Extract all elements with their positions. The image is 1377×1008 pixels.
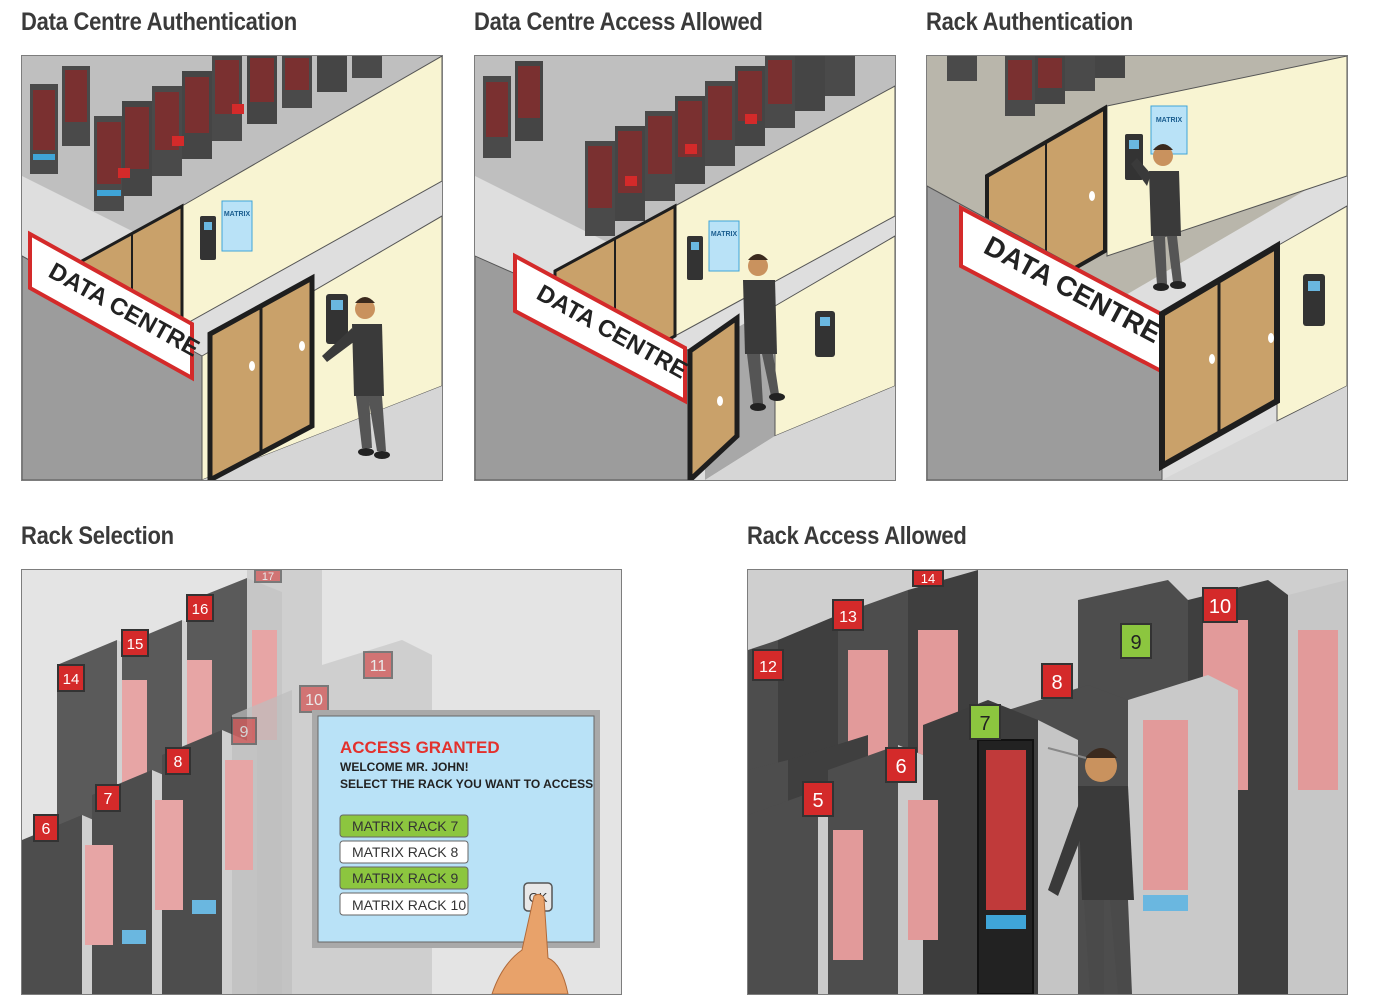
rack-tag-14: 14 [57, 664, 85, 692]
open-door [687, 313, 740, 480]
panel-rack-selection: 6 7 8 9 10 11 14 15 16 17 ACCESS GRANTED… [21, 569, 622, 995]
panel-title-rack-selection: Rack Selection [21, 522, 174, 550]
svg-text:6: 6 [42, 821, 51, 838]
svg-text:16: 16 [192, 601, 209, 618]
panel-title-data-centre-access-allowed: Data Centre Access Allowed [474, 8, 763, 36]
rack-tag-9-allowed: 9 [1120, 623, 1152, 659]
server-racks [947, 56, 1125, 116]
rack-tag-8: 8 [1041, 663, 1073, 699]
rack-tag-6: 6 [33, 814, 59, 842]
svg-text:7: 7 [979, 713, 990, 735]
poster-brand: MATRIX [711, 231, 738, 238]
svg-text:15: 15 [127, 636, 144, 653]
svg-text:6: 6 [895, 756, 906, 778]
panel-rack-access-allowed: 5 6 7 8 9 10 12 13 14 [747, 569, 1348, 995]
svg-text:MATRIX RACK 8: MATRIX RACK 8 [352, 844, 459, 860]
svg-text:9: 9 [240, 724, 249, 741]
rack-tag-11: 11 [363, 651, 393, 679]
svg-text:12: 12 [759, 659, 777, 676]
person-icon [1047, 747, 1134, 994]
svg-text:14: 14 [63, 671, 80, 688]
scene-rack-authentication: MATRIX DATA CENTRE [927, 56, 1347, 480]
rack-option-7[interactable]: MATRIX RACK 7 [339, 814, 469, 838]
rack-tag-15: 15 [121, 629, 149, 657]
svg-text:5: 5 [812, 790, 823, 812]
svg-text:7: 7 [104, 791, 113, 808]
rack-number-tags: 5 6 7 8 9 10 12 13 14 [752, 570, 1238, 817]
svg-text:13: 13 [839, 609, 857, 626]
pointing-hand-icon [491, 893, 569, 994]
svg-text:MATRIX RACK 9: MATRIX RACK 9 [352, 870, 459, 886]
rack-option-10[interactable]: MATRIX RACK 10 [339, 892, 469, 916]
panel-rack-authentication: MATRIX DATA CENTRE [926, 55, 1348, 481]
rack-tag-7: 7 [95, 784, 121, 812]
matrix-poster [1150, 105, 1188, 155]
scene-rack-selection: 6 7 8 9 10 11 14 15 16 17 ACCESS GRANTED… [22, 570, 621, 994]
server-racks [30, 56, 382, 211]
rack-tag-12: 12 [752, 649, 784, 681]
scene-data-centre-authentication: MATRIX DATA CENTRE [22, 56, 442, 480]
svg-text:17: 17 [262, 571, 274, 583]
svg-text:11: 11 [370, 658, 387, 675]
rack-tag-16: 16 [186, 594, 214, 622]
svg-text:8: 8 [1051, 672, 1062, 694]
rack-tag-8: 8 [165, 747, 191, 775]
svg-text:14: 14 [921, 571, 935, 586]
rack-tag-7-allowed: 7 [969, 704, 1001, 740]
rack-tag-10: 10 [299, 685, 329, 713]
rack-tag-5: 5 [802, 781, 834, 817]
svg-text:MATRIX RACK 7: MATRIX RACK 7 [352, 818, 459, 834]
panel-data-centre-authentication: MATRIX DATA CENTRE [21, 55, 443, 481]
rack-number-tags: 6 7 8 9 10 11 14 15 16 17 [33, 570, 393, 842]
svg-text:8: 8 [174, 754, 183, 771]
server-racks [483, 56, 855, 236]
touch-screen: ACCESS GRANTED WELCOME MR. JOHN! SELECT … [312, 710, 600, 948]
poster-brand: MATRIX [224, 211, 251, 218]
svg-text:10: 10 [305, 692, 323, 709]
person-icon [743, 254, 785, 411]
svg-text:9: 9 [1130, 632, 1141, 654]
person-icon [322, 297, 390, 459]
rack-option-9[interactable]: MATRIX RACK 9 [339, 866, 469, 890]
rack-tag-9: 9 [231, 717, 257, 745]
access-granted-title: ACCESS GRANTED [340, 738, 500, 757]
scene-data-centre-access-allowed: MATRIX DATA CENTRE [475, 56, 895, 480]
panel-title-rack-authentication: Rack Authentication [926, 8, 1133, 36]
person-icon [1131, 144, 1186, 291]
panel-data-centre-access-allowed: MATRIX DATA CENTRE [474, 55, 896, 481]
poster-brand: MATRIX [1156, 117, 1183, 124]
svg-text:10: 10 [1209, 596, 1231, 618]
rack-option-8[interactable]: MATRIX RACK 8 [339, 840, 469, 864]
welcome-text: WELCOME MR. JOHN! [340, 760, 469, 774]
scene-rack-access-allowed: 5 6 7 8 9 10 12 13 14 [748, 570, 1347, 994]
matrix-poster [221, 200, 253, 252]
rack-tag-10: 10 [1202, 587, 1238, 623]
rack-tag-17: 17 [254, 570, 282, 583]
rack-tag-14: 14 [912, 570, 944, 587]
matrix-poster [708, 220, 740, 272]
select-rack-prompt: SELECT THE RACK YOU WANT TO ACCESS [340, 777, 593, 791]
rack-tag-6: 6 [885, 747, 917, 783]
panel-title-rack-access-allowed: Rack Access Allowed [747, 522, 967, 550]
panel-title-data-centre-authentication: Data Centre Authentication [21, 8, 297, 36]
svg-text:MATRIX RACK 10: MATRIX RACK 10 [352, 897, 466, 913]
rack-tag-13: 13 [832, 599, 864, 631]
